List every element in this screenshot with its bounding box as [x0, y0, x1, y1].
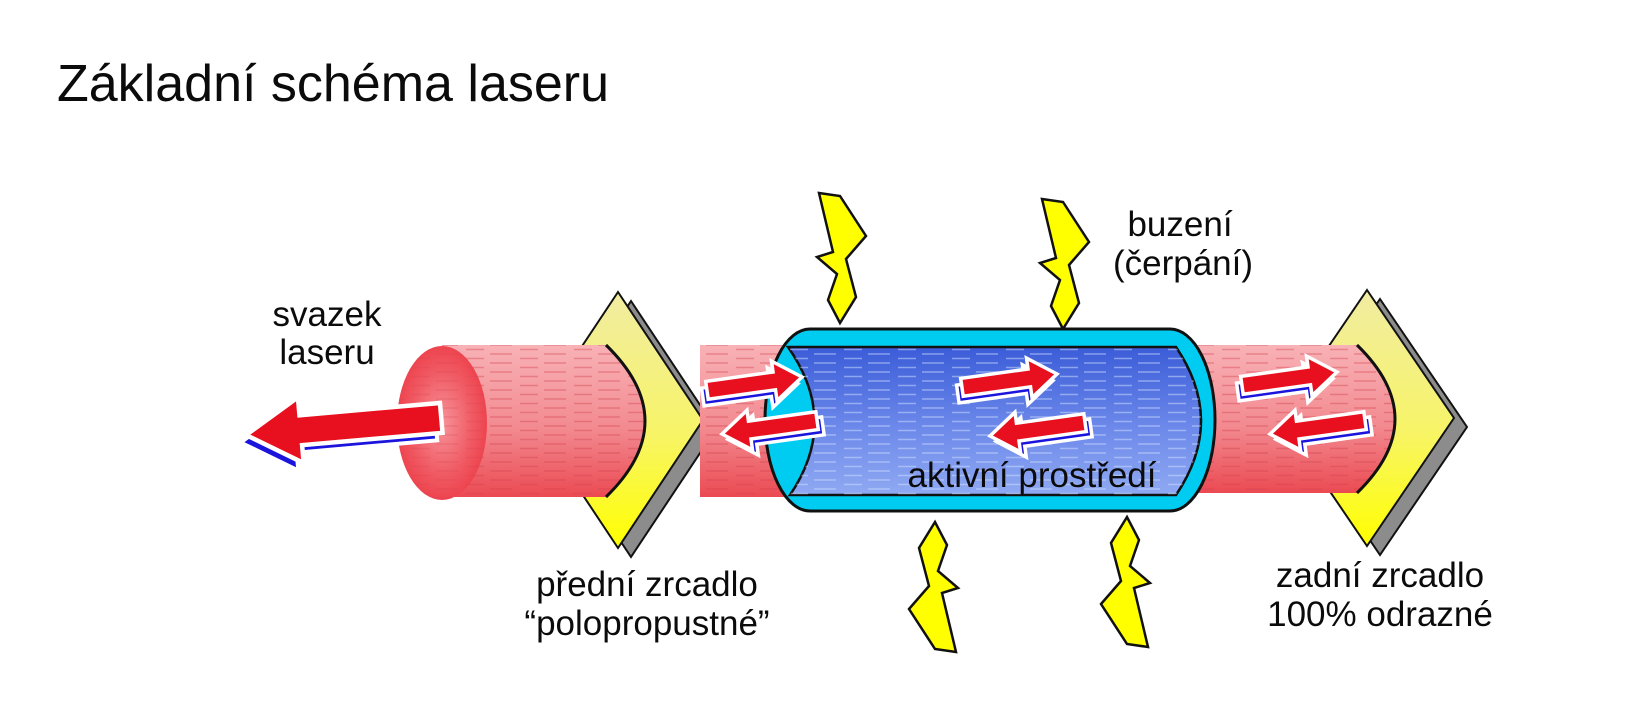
beam-label-line2: laseru	[279, 333, 374, 372]
page-title: Základní schéma laseru	[57, 55, 609, 113]
active-medium-label: aktivní prostředí	[908, 456, 1157, 495]
front-mirror-label-line1: přední zrcadlo	[536, 565, 758, 604]
beam-label-line1: svazek	[273, 295, 382, 334]
active-medium-texture	[788, 347, 1201, 495]
pump-bolt-bottom-left-icon	[907, 520, 960, 654]
rear-mirror-surface-line	[1355, 343, 1397, 495]
rear-mirror-label-line1: zadní zrcadlo	[1276, 556, 1484, 595]
pump-label-line2: (čerpání)	[1113, 244, 1253, 283]
pump-bolt-top-right-icon	[1038, 197, 1091, 331]
pump-bolt-bottom-right-icon	[1099, 515, 1152, 649]
front-mirror-surface-line	[604, 343, 647, 499]
pump-bolt-top-left-icon	[815, 191, 868, 325]
beam-segment-left-texture	[442, 345, 645, 497]
pump-label-line1: buzení	[1127, 205, 1232, 244]
rear-mirror-label-line2: 100% odrazné	[1267, 595, 1493, 634]
front-mirror-label-line2: “polopropustné”	[524, 604, 769, 643]
